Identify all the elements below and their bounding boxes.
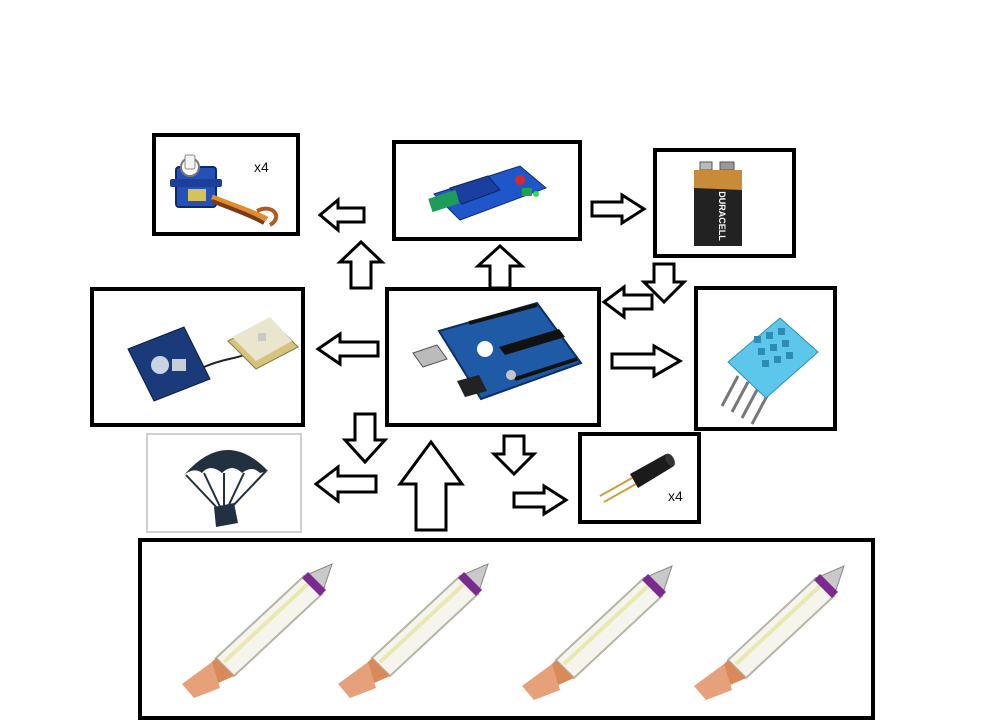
- arrow-down-battery: [640, 262, 688, 305]
- arduino-box: [385, 287, 601, 427]
- arrow-relay-to-battery: [590, 192, 647, 226]
- rockets-box: [138, 538, 875, 720]
- arrow-to-tilt: [512, 483, 569, 517]
- battery-brand-text: DURACELL: [717, 191, 727, 241]
- arrow-to-dht: [610, 343, 684, 379]
- arduino-board-icon: [412, 301, 583, 401]
- gps-box: [90, 287, 305, 427]
- arrow-to-servo: [317, 196, 366, 234]
- rocket-icon-3: [522, 565, 673, 700]
- rocket-icon-1: [182, 563, 333, 698]
- arrow-battery-to-arduino: [601, 284, 654, 320]
- tilt-sensor-icon: [599, 453, 675, 503]
- arrow-up-rockets: [397, 439, 465, 532]
- arrow-down-tilt: [490, 434, 538, 477]
- rocket-icon-4: [694, 565, 845, 700]
- parachute-icon: [184, 449, 268, 527]
- rocket-icon-2: [338, 563, 489, 698]
- arrow-to-parachute: [313, 463, 378, 505]
- dht-sensor-box: [694, 286, 837, 431]
- servo-box: x4: [152, 133, 300, 236]
- gps-module-icon: [127, 317, 299, 402]
- servo-icon: [170, 154, 278, 227]
- arrow-to-gps: [315, 331, 380, 367]
- relay-box: [392, 140, 582, 241]
- parachute-box: [146, 433, 302, 533]
- servo-qty-label: x4: [254, 159, 269, 175]
- tilt-sensor-qty-label: x4: [668, 488, 683, 504]
- battery-box: DURACELL: [653, 148, 796, 258]
- arrow-up-servo: [336, 239, 386, 290]
- relay-module-icon: [428, 165, 547, 221]
- battery-icon: DURACELL: [694, 161, 742, 246]
- arrow-down-parachute: [341, 412, 389, 465]
- dht-sensor-icon: [720, 317, 819, 425]
- arrow-up-relay: [474, 243, 526, 290]
- tilt-sensor-box: x4: [578, 432, 701, 524]
